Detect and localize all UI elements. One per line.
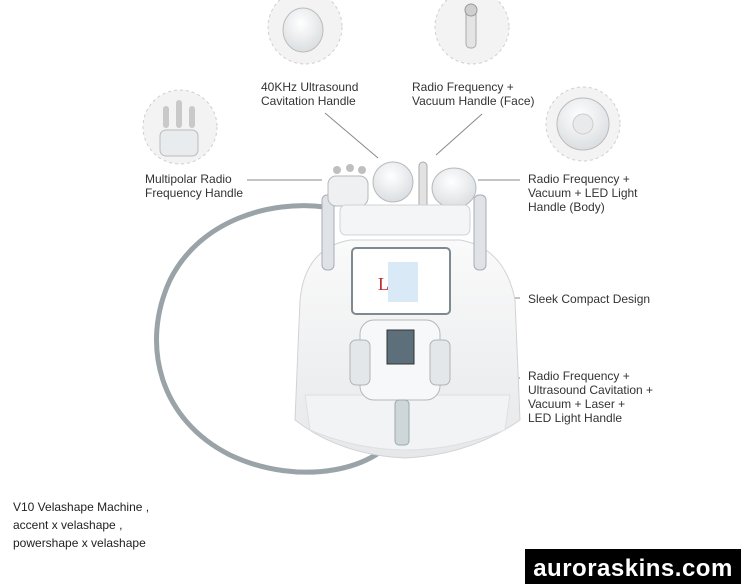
rf-body-handle-thumbnail	[545, 86, 621, 162]
label-cavitation-handle: 40KHz Ultrasound Cavitation Handle	[261, 80, 358, 108]
label-line: Frequency Handle	[145, 186, 244, 200]
label-rf-face-handle: Radio Frequency + Vacuum Handle (Face)	[412, 80, 535, 108]
label-line: LED Light Handle	[528, 411, 623, 425]
label-line: Radio Frequency +	[528, 172, 630, 186]
label-line: Cavitation Handle	[261, 94, 356, 108]
caption-line: powershape x velashape	[13, 536, 146, 550]
machine-handles	[321, 161, 487, 271]
label-line: Handle (Body)	[528, 200, 605, 214]
label-line: Vacuum + Laser +	[528, 397, 626, 411]
multipolar-handle-thumbnail	[142, 89, 218, 165]
label-line: Vacuum + LED Light	[528, 186, 638, 200]
label-line: Vacuum Handle (Face)	[412, 94, 535, 108]
label-rf-body-handle: Radio Frequency + Vacuum + LED Light Han…	[528, 172, 638, 214]
cavitation-handle-thumbnail	[267, 0, 343, 65]
machine-screen: L	[351, 247, 451, 315]
label-line: 40KHz Ultrasound	[261, 80, 359, 94]
label-line: Radio Frequency +	[412, 80, 514, 94]
cable	[154, 203, 403, 475]
svg-text:L: L	[378, 274, 389, 294]
rf-face-handle-thumbnail	[434, 0, 510, 65]
label-line: Ultrasound Cavitation +	[528, 383, 654, 397]
label-line: Multipolar Radio	[145, 172, 232, 186]
label-combo-handle: Radio Frequency + Ultrasound Cavitation …	[528, 369, 653, 425]
combo-handle	[349, 319, 451, 446]
product-diagram: L 40KHz Ultrasound Cavitation Handle Rad…	[142, 0, 654, 475]
label-line: Radio Frequency +	[528, 369, 630, 383]
label-multipolar-handle: Multipolar Radio Frequency Handle	[145, 172, 243, 200]
product-caption: V10 Velashape Machine , accent x velasha…	[13, 498, 149, 552]
label-line: Sleek Compact Design	[528, 292, 651, 306]
site-watermark: auroraskins.com	[525, 549, 741, 584]
caption-line: V10 Velashape Machine ,	[13, 500, 150, 514]
caption-line: accent x velashape ,	[13, 518, 123, 532]
label-compact-design: Sleek Compact Design	[528, 292, 650, 306]
machine-illustration: L	[142, 0, 621, 475]
